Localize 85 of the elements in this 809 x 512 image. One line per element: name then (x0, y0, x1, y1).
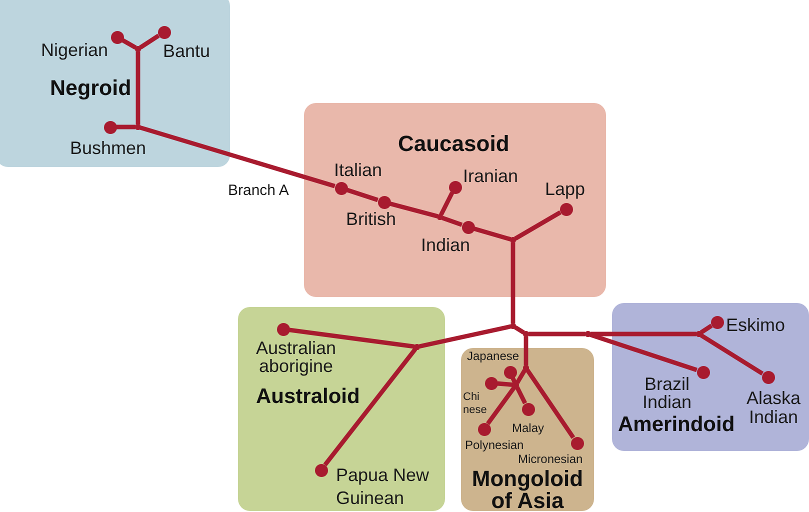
branch-junction (585, 331, 591, 337)
tree-branch (590, 332, 696, 336)
population-label: Polynesian (465, 439, 524, 453)
group-panel (0, 0, 230, 167)
group-panel (304, 103, 606, 297)
group-panel (461, 348, 594, 511)
tree-branch (515, 386, 528, 404)
group-panel (238, 307, 445, 511)
population-label: British (346, 209, 396, 230)
tree-branch (700, 334, 764, 376)
population-label: Japanese (467, 350, 520, 364)
tree-branch (390, 202, 438, 218)
branch-junction (414, 344, 420, 350)
leaf-dot (504, 366, 516, 378)
branch-junction (510, 323, 516, 329)
leaf-dot (710, 316, 724, 328)
tree-branch (510, 242, 516, 324)
branch-junction (523, 365, 529, 371)
group-heading: Negroid (50, 76, 132, 101)
population-label: Chi nese (463, 391, 488, 417)
population-label: Bantu (163, 41, 210, 62)
leaf-dot (314, 464, 328, 476)
tree-branch (486, 386, 516, 425)
tree-branch (524, 336, 528, 366)
tree-branch (510, 376, 517, 384)
population-label: Alaska Indian (745, 389, 802, 427)
population-label: Indian (421, 235, 470, 256)
population-label: Italian (334, 160, 382, 181)
tree-branch (474, 226, 512, 242)
leaf-dot (334, 182, 348, 194)
branch-junction (523, 331, 529, 337)
branch-junction (510, 237, 516, 243)
tree-branch (136, 52, 140, 124)
tree-branch (323, 348, 418, 466)
group-heading: Australoid (256, 385, 360, 410)
leaf-dot (448, 180, 462, 194)
tree-branch (140, 126, 336, 188)
group-heading: Amerindoid (618, 413, 735, 438)
leaf-dot (158, 26, 170, 38)
branch-junction (696, 331, 702, 337)
tree-branch (700, 324, 713, 334)
population-label: Eskimo (726, 315, 786, 336)
branch-junction (135, 124, 141, 130)
branch-junction (135, 46, 141, 52)
leaf-dot (762, 370, 774, 384)
branch-junction (513, 382, 519, 388)
population-label: Micronesian (518, 453, 583, 467)
leaf-dot (110, 30, 124, 44)
leaf-dot (378, 196, 390, 208)
tree-branch (419, 324, 511, 349)
group-heading: Mongoloid of Asia (470, 468, 584, 512)
tree-branch (514, 325, 525, 334)
group-heading: Caucasoid (398, 131, 510, 156)
tree-branch (526, 368, 576, 439)
tree-branch (439, 192, 454, 216)
leaf-dot (522, 402, 534, 416)
group-panel (612, 303, 809, 451)
tree-branch (514, 210, 562, 241)
leaf-dot (570, 436, 584, 450)
tree-branch (122, 38, 137, 50)
tree-branch (528, 332, 586, 336)
leaf-dot (478, 422, 490, 436)
tree-branch (497, 381, 514, 387)
branch-junction (437, 214, 443, 220)
tree-branch (139, 34, 160, 50)
leaf-dot (462, 220, 474, 234)
branch-label: Branch A (228, 182, 289, 200)
population-label: Lapp (545, 179, 586, 200)
population-label: Brazil Indian (641, 375, 693, 411)
population-label: Iranian (463, 166, 518, 187)
tree-branch (289, 328, 415, 349)
leaf-dot (484, 376, 498, 390)
leaf-dot (560, 202, 572, 216)
tree-branch (442, 216, 463, 227)
tree-branch (116, 124, 136, 130)
population-label: Australian aborigine (255, 339, 337, 375)
leaf-dot (696, 366, 710, 378)
population-label: Nigerian (41, 40, 108, 61)
leaf-dot (276, 322, 290, 336)
leaf-dot (104, 120, 116, 134)
tree-branch (515, 369, 527, 384)
population-label: Papua New Guinean (336, 464, 430, 510)
population-label: Bushmen (70, 138, 146, 159)
tree-branch (346, 188, 378, 202)
population-label: Malay (512, 422, 544, 436)
